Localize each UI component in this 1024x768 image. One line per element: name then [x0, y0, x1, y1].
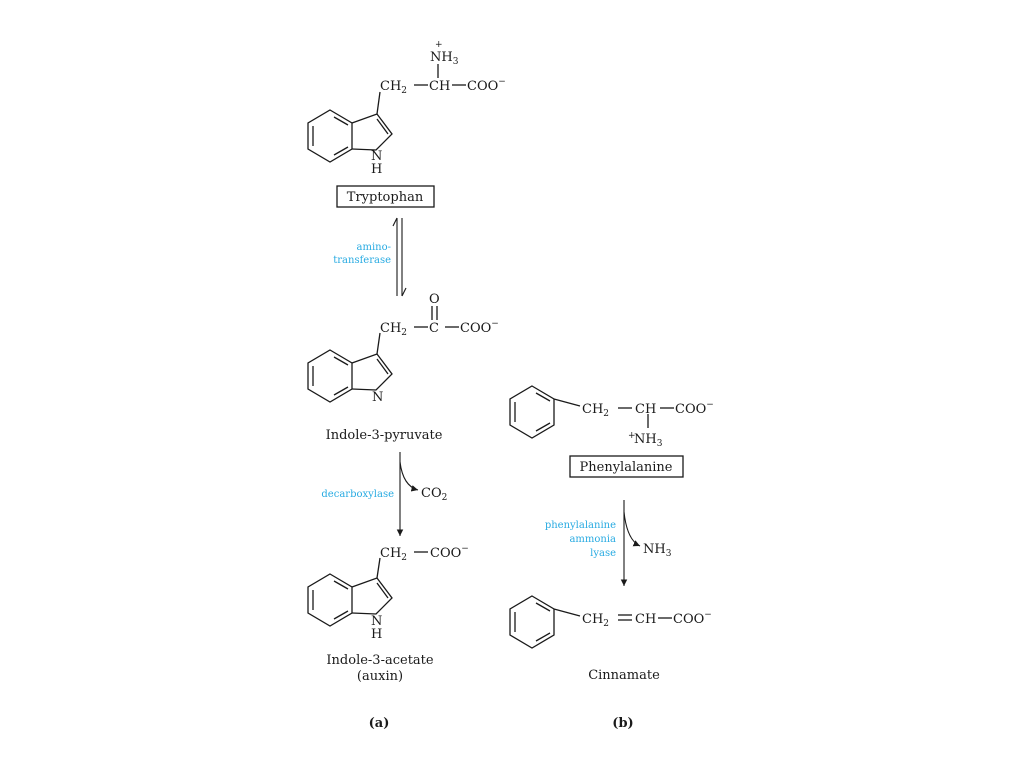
- tryptophan-coo: COO−: [467, 77, 506, 94]
- acetate-ring-n: N: [371, 614, 382, 629]
- tryptophan-ch: CH: [429, 79, 450, 94]
- tryptophan-ring-h: H: [371, 162, 382, 177]
- cinnamate-ch2: CH2: [582, 612, 609, 629]
- indole-pyruvate-structure: CH2 C O COO− N: [307, 292, 499, 405]
- pyruvate-coo: COO−: [460, 319, 499, 336]
- pal-label-2: ammonia: [569, 534, 616, 545]
- pyruvate-o: O: [429, 292, 440, 307]
- decarboxylase-label: decarboxylase: [321, 489, 394, 500]
- phe-ch: CH: [635, 402, 656, 417]
- tryptophan-ch2: CH2: [380, 79, 407, 96]
- tryptophan-label-box: [336, 185, 435, 208]
- tryptophan-nh3-charge: +: [435, 40, 443, 50]
- reversible-arrow: [392, 217, 407, 297]
- acetate-coo: COO−: [430, 544, 469, 561]
- tryptophan-ring-n: N: [371, 149, 382, 164]
- pyruvate-ring-n: N: [372, 390, 383, 405]
- pal-arrow: [620, 500, 641, 586]
- tryptophan-structure: CH2 CH COO− + NH3 N H: [307, 40, 506, 177]
- phenylalanine-label-box: [569, 455, 684, 478]
- pyruvate-c: C: [429, 321, 439, 336]
- indole-acetate-name: Indole-3-acetate: [326, 653, 433, 668]
- acetate-ring-h: H: [371, 627, 382, 642]
- phe-nh3-charge: +: [628, 431, 636, 441]
- aminotransferase-label-2: transferase: [333, 255, 391, 266]
- phe-coo: COO−: [675, 400, 714, 417]
- cinnamate-coo: COO−: [673, 610, 712, 627]
- panel-a-label: (a): [369, 716, 390, 731]
- pal-label-3: lyase: [590, 548, 616, 559]
- indole-pyruvate-name: Indole-3-pyruvate: [326, 428, 443, 443]
- nh3-product: NH3: [643, 542, 672, 559]
- phenylalanine-structure: CH2 CH COO− + NH3: [509, 385, 714, 449]
- co2-product: CO2: [421, 486, 447, 503]
- phenylalanine-name: Phenylalanine: [580, 460, 673, 475]
- aminotransferase-label-1: amino-: [357, 242, 391, 253]
- cinnamate-structure: CH2 CH COO−: [509, 595, 712, 649]
- acetate-ch2: CH2: [380, 546, 407, 563]
- tryptophan-nh3: NH3: [430, 50, 459, 67]
- auxin-name: (auxin): [357, 669, 403, 684]
- decarboxylase-arrow: [396, 452, 419, 536]
- pyruvate-ch2: CH2: [380, 321, 407, 338]
- cinnamate-ch: CH: [635, 612, 656, 627]
- indole-acetate-structure: CH2 COO− N H: [307, 544, 469, 642]
- phe-nh3: NH3: [634, 432, 663, 449]
- tryptophan-name: Tryptophan: [347, 190, 424, 205]
- cinnamate-name: Cinnamate: [588, 668, 660, 683]
- phe-ch2: CH2: [582, 402, 609, 419]
- pal-label-1: phenylalanine: [545, 520, 616, 531]
- panel-b-label: (b): [612, 716, 633, 731]
